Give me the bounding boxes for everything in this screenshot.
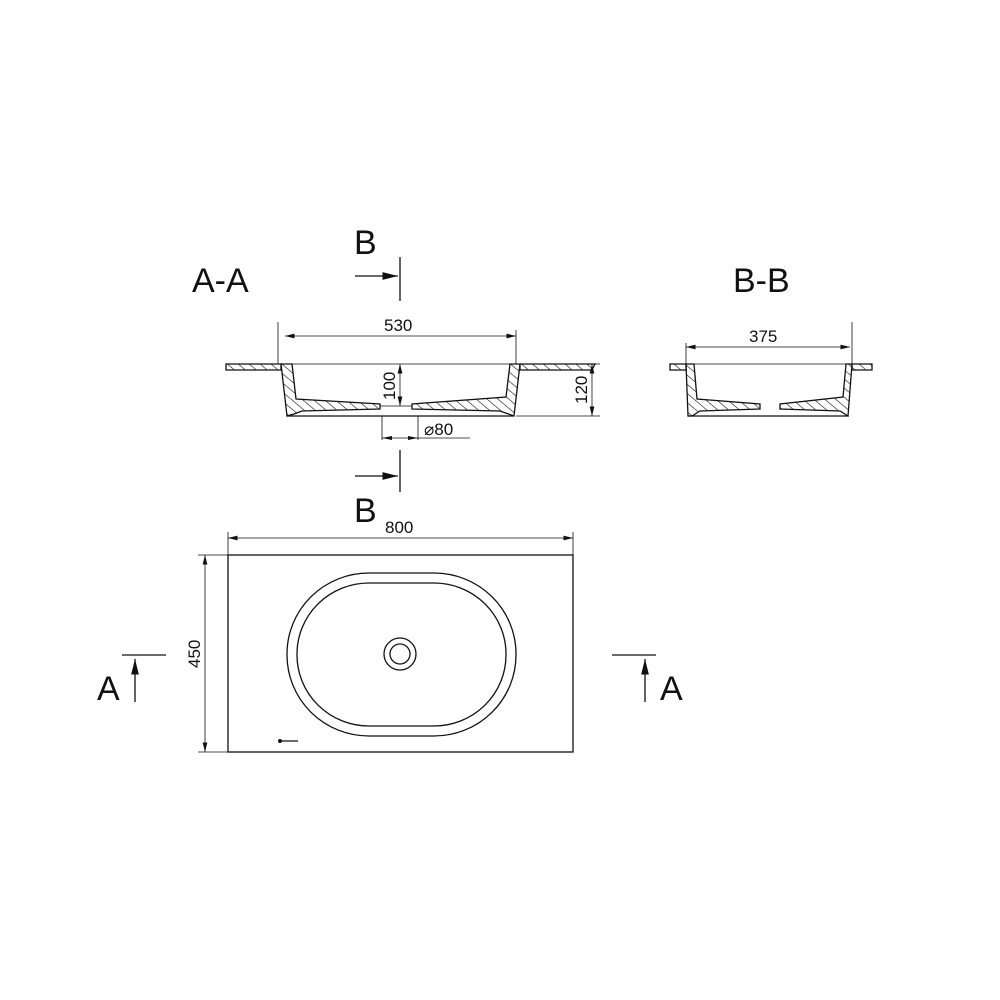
dim-drain-diameter: ⌀80 [424,420,453,439]
section-bb-title: B-B [733,262,790,300]
dim-inner-depth: 100 [380,372,399,400]
dim-bowl-width: 375 [749,327,777,346]
plan-view: 800 450 A A [97,518,683,753]
dim-slab-width: 450 [185,640,204,668]
section-aa-view: A-A 530 100 120 ⌀80 B B [192,224,600,530]
section-marker-b-top: B [354,224,377,262]
dim-slab-length: 800 [385,518,413,537]
section-marker-b-bottom: B [354,492,377,530]
section-marker-a-left: A [97,670,120,708]
section-aa-title: A-A [192,262,249,300]
dim-bowl-length: 530 [384,316,412,335]
section-bb-view: B-B 375 [669,262,873,418]
section-marker-a-right: A [660,670,683,708]
dim-total-depth: 120 [572,376,591,404]
